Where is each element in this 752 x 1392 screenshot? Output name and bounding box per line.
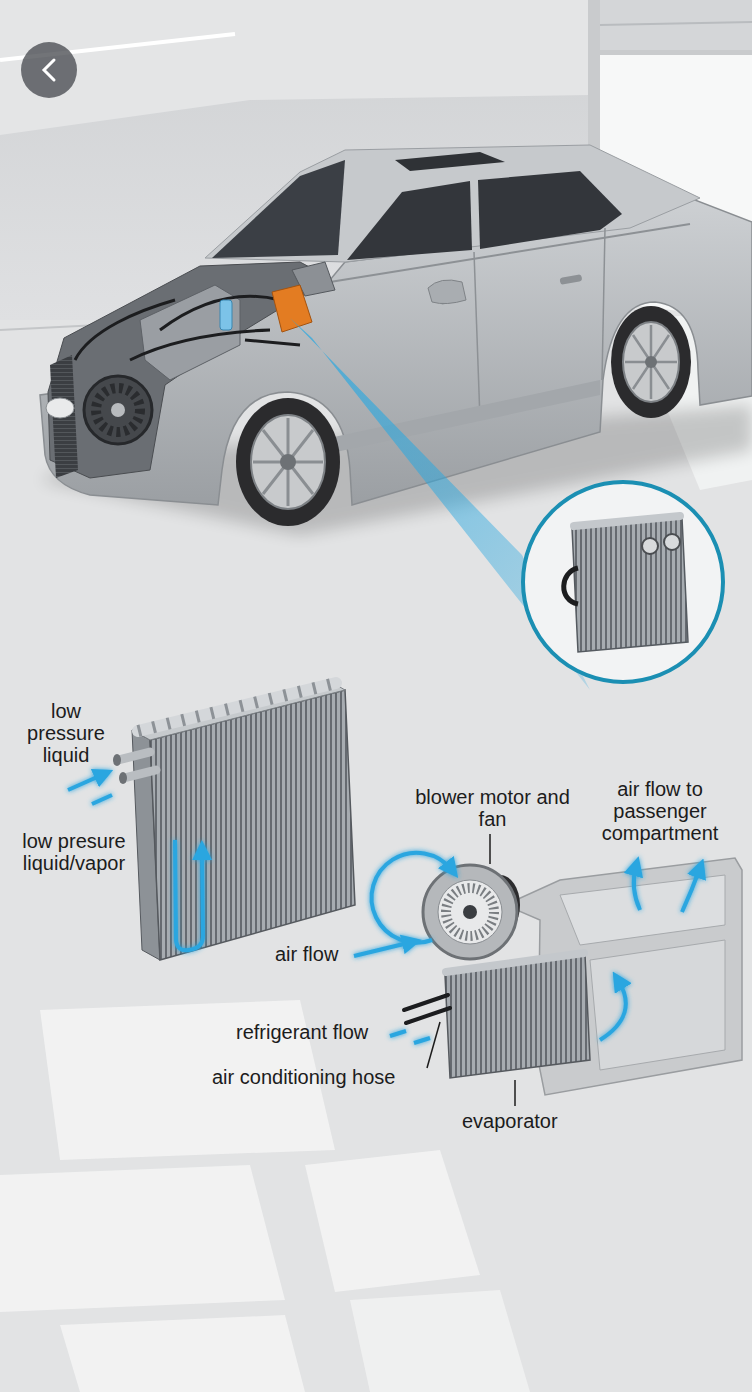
- leader-lines: [427, 834, 515, 1106]
- car-part: [46, 398, 74, 418]
- car-part-part: [263, 430, 313, 494]
- blower-assembly-part-part: [634, 866, 640, 910]
- part-label: low pressure liquid: [20, 700, 112, 766]
- garage-background-part: [600, 0, 752, 50]
- car-part: [84, 376, 152, 444]
- blower-assembly-part: [445, 955, 590, 1078]
- car-part-part: [245, 340, 300, 345]
- evaporator-large: [68, 680, 355, 960]
- car-part: [236, 398, 340, 526]
- part-label: refrigerant flow: [236, 1021, 368, 1043]
- car-part: [48, 262, 330, 478]
- car-part: [347, 181, 472, 260]
- part-label: air flow to passenger compartment: [575, 778, 745, 844]
- car-part: [75, 296, 300, 360]
- car-part-part: [263, 430, 313, 494]
- car-part: [205, 145, 700, 262]
- garage-background-part: [0, 1165, 285, 1312]
- blower-assembly-part: [354, 853, 700, 1043]
- blower-assembly-part-part: [682, 868, 700, 912]
- car-part-part: [633, 335, 669, 389]
- leader-lines-part: [514, 1080, 516, 1106]
- evaporator-large-part: [113, 754, 121, 766]
- car-part: [625, 325, 677, 399]
- evaporator-large-part: [118, 752, 150, 760]
- part-label: air conditioning hose: [212, 1066, 395, 1088]
- inset-evaporator-part: [523, 482, 723, 682]
- car-part: [251, 415, 325, 509]
- blower-assembly-part-part: [406, 1008, 450, 1023]
- car-part: [559, 274, 582, 285]
- blower-assembly-part-part: [404, 995, 448, 1010]
- garage-background-part: [60, 1315, 305, 1392]
- car-part: [280, 454, 296, 470]
- car-part-part: [130, 330, 270, 360]
- garage-background-part: [350, 1290, 530, 1392]
- back-button: [21, 42, 77, 98]
- blower-assembly-part-part: [354, 942, 412, 956]
- car-part: [645, 356, 657, 368]
- blower-assembly-part: [404, 995, 450, 1023]
- blower-assembly-part-part: [600, 980, 626, 1040]
- evaporator-large-part-part: [92, 795, 112, 804]
- inset-evaporator-part: [664, 534, 680, 550]
- leader-lines-part: [427, 1022, 440, 1068]
- car: [40, 145, 752, 535]
- car-part: [478, 171, 622, 249]
- car-part-part: [75, 300, 175, 360]
- blower-assembly-part-part: [372, 853, 452, 943]
- blower-assembly-part: [560, 875, 725, 945]
- inset-evaporator-part: [564, 568, 578, 604]
- car-part: [111, 403, 125, 417]
- inset-evaporator: [523, 482, 723, 682]
- evaporator-large-part: [138, 683, 336, 731]
- garage-background-part: [305, 1150, 480, 1292]
- blower-assembly-part: [438, 880, 502, 944]
- evaporator-large-part-part: [68, 774, 104, 790]
- blower-assembly-part: [446, 953, 584, 972]
- blower-assembly-part-part: [414, 1038, 430, 1043]
- car-part: [330, 224, 690, 282]
- car-part: [623, 322, 679, 402]
- part-label: low presure liquid/vapor: [4, 830, 144, 874]
- car-part-part: [633, 335, 669, 389]
- evaporator-large-part: [124, 770, 156, 778]
- inset-evaporator-part: [572, 518, 688, 652]
- evaporator-large-part: [138, 683, 336, 731]
- blower-assembly-part: [463, 905, 477, 919]
- inset-evaporator-part: [642, 538, 658, 554]
- evaporator-large-part-part: [175, 840, 203, 950]
- blower-assembly-part-part: [390, 1031, 406, 1036]
- garage-background-part: [600, 22, 752, 25]
- car-part: [320, 380, 600, 455]
- car-part: [474, 252, 480, 420]
- blower-assembly-part: [446, 888, 494, 936]
- car-part: [602, 228, 605, 380]
- car-part: [253, 418, 323, 506]
- back-button-part: [44, 60, 54, 80]
- blower-assembly: [354, 853, 742, 1095]
- car-part: [96, 388, 140, 432]
- part-label: evaporator: [462, 1110, 558, 1132]
- car-part: [220, 300, 232, 330]
- blower-assembly-part: [423, 865, 517, 959]
- evaporator-large-part: [132, 680, 345, 740]
- car-part: [395, 152, 505, 171]
- part-label: blower motor and fan: [410, 786, 575, 830]
- car-part: [212, 160, 345, 258]
- evaporator-large-part: [119, 772, 127, 784]
- inset-evaporator-part: [574, 516, 680, 526]
- leader-lines-part: [489, 834, 491, 864]
- back-button-part: [21, 42, 77, 98]
- car-part: [428, 280, 466, 304]
- garage-background-part: [0, 0, 590, 135]
- car-part: [611, 306, 691, 418]
- car-part: [272, 285, 312, 332]
- car-part-part: [160, 296, 280, 330]
- part-label: air flow: [275, 943, 338, 965]
- blower-assembly-part: [590, 940, 725, 1070]
